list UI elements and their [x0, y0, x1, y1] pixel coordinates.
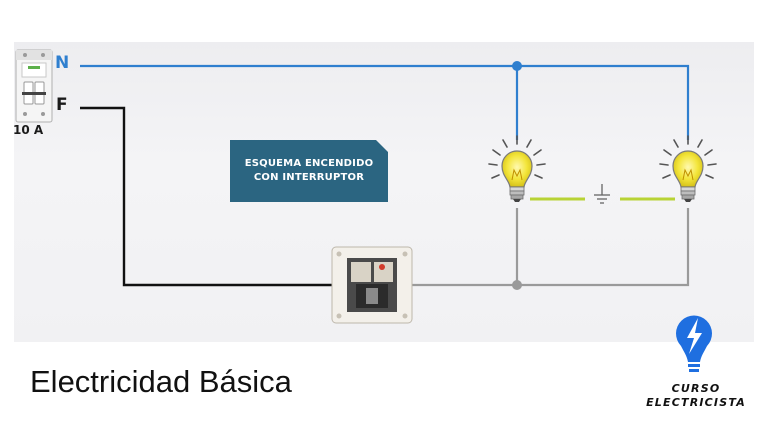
phase-label: F [56, 95, 68, 115]
neutral-label: N [55, 53, 70, 73]
light-bulb-icon [488, 135, 546, 203]
return-junction [512, 280, 522, 290]
brand-wordmark: CURSO ELECTRICISTA [632, 382, 760, 410]
lightning-bulb-logo-icon [676, 315, 713, 372]
phase-wire [80, 106, 332, 287]
diagram-tag-line1: ESQUEMA ENCENDIDO [244, 158, 374, 169]
return-wire [412, 208, 690, 287]
brand-line1: CURSO [671, 382, 721, 395]
circuit-breaker-icon [15, 49, 53, 123]
brand-line2: ELECTRICISTA [646, 396, 746, 409]
neutral-junction [512, 61, 522, 71]
ground-symbol-icon [594, 184, 610, 204]
wall-switch-icon [331, 246, 413, 324]
breaker-rating-label: 10 A [13, 123, 44, 137]
light-bulb-icon [659, 135, 717, 203]
page-title: Electricidad Básica [30, 364, 292, 399]
diagram-tag-line2: CON INTERRUPTOR [253, 172, 365, 183]
neutral-wire [80, 64, 690, 140]
diagram-tag: ESQUEMA ENCENDIDO CON INTERRUPTOR [230, 140, 388, 202]
